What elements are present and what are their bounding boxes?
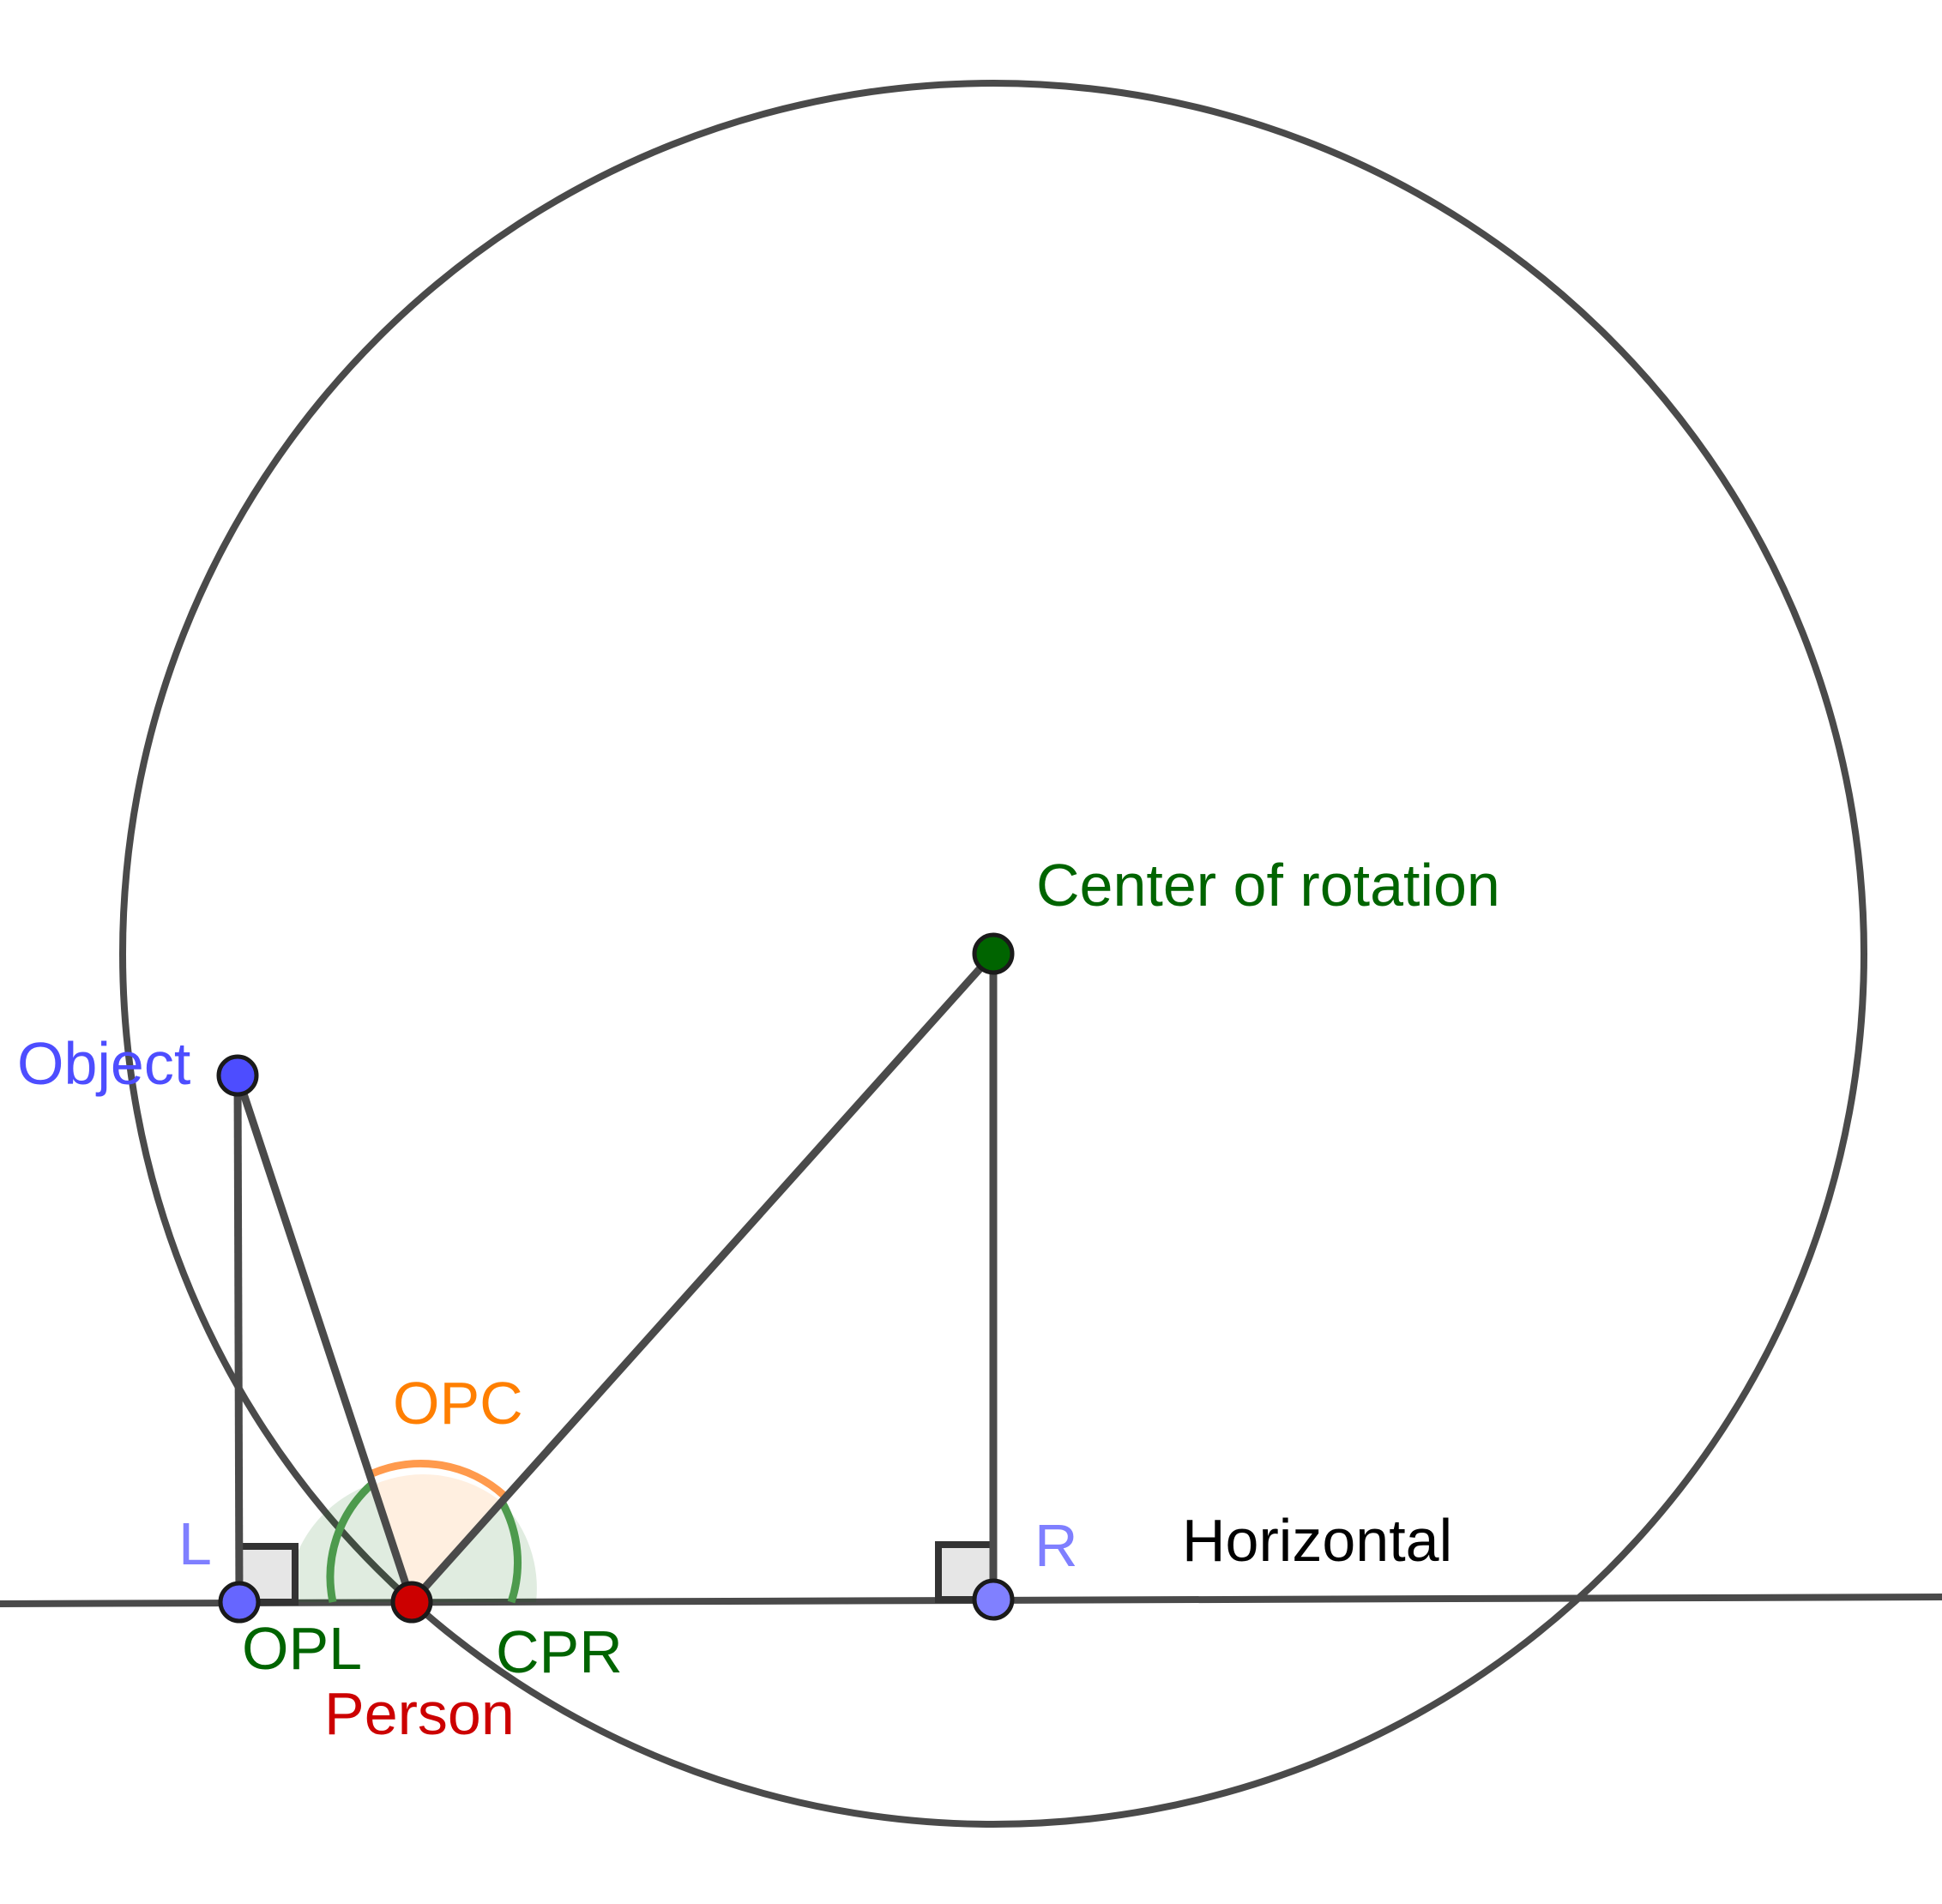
angle-cpr-sector [412,1502,537,1602]
angle-cpr-arc [498,1499,522,1604]
person-point [390,1581,433,1624]
object-label: Object [17,1030,190,1097]
l-label: L [178,1510,212,1577]
r-point [972,1578,1015,1621]
angle-opc-sector [374,1474,504,1602]
r-label: R [1034,1512,1078,1579]
angle-cpr-label: CPR [496,1618,623,1685]
segment-object-person [233,1074,416,1604]
horizontal-label: Horizontal [1182,1507,1452,1574]
center-label: Center of rotation [1036,852,1500,919]
angle-opc-label: OPC [393,1370,523,1437]
l-point [218,1581,261,1624]
object-point [216,1054,259,1097]
angle-opl-label: OPL [242,1615,362,1682]
angle-opc-arc [371,1459,508,1499]
segment-center-person [408,950,997,1606]
center-point [972,932,1015,975]
rotation-circle [119,80,1867,1828]
person-label: Person [324,1680,515,1747]
segment-object-l [233,1075,244,1603]
angle-opl-arc [326,1480,375,1603]
